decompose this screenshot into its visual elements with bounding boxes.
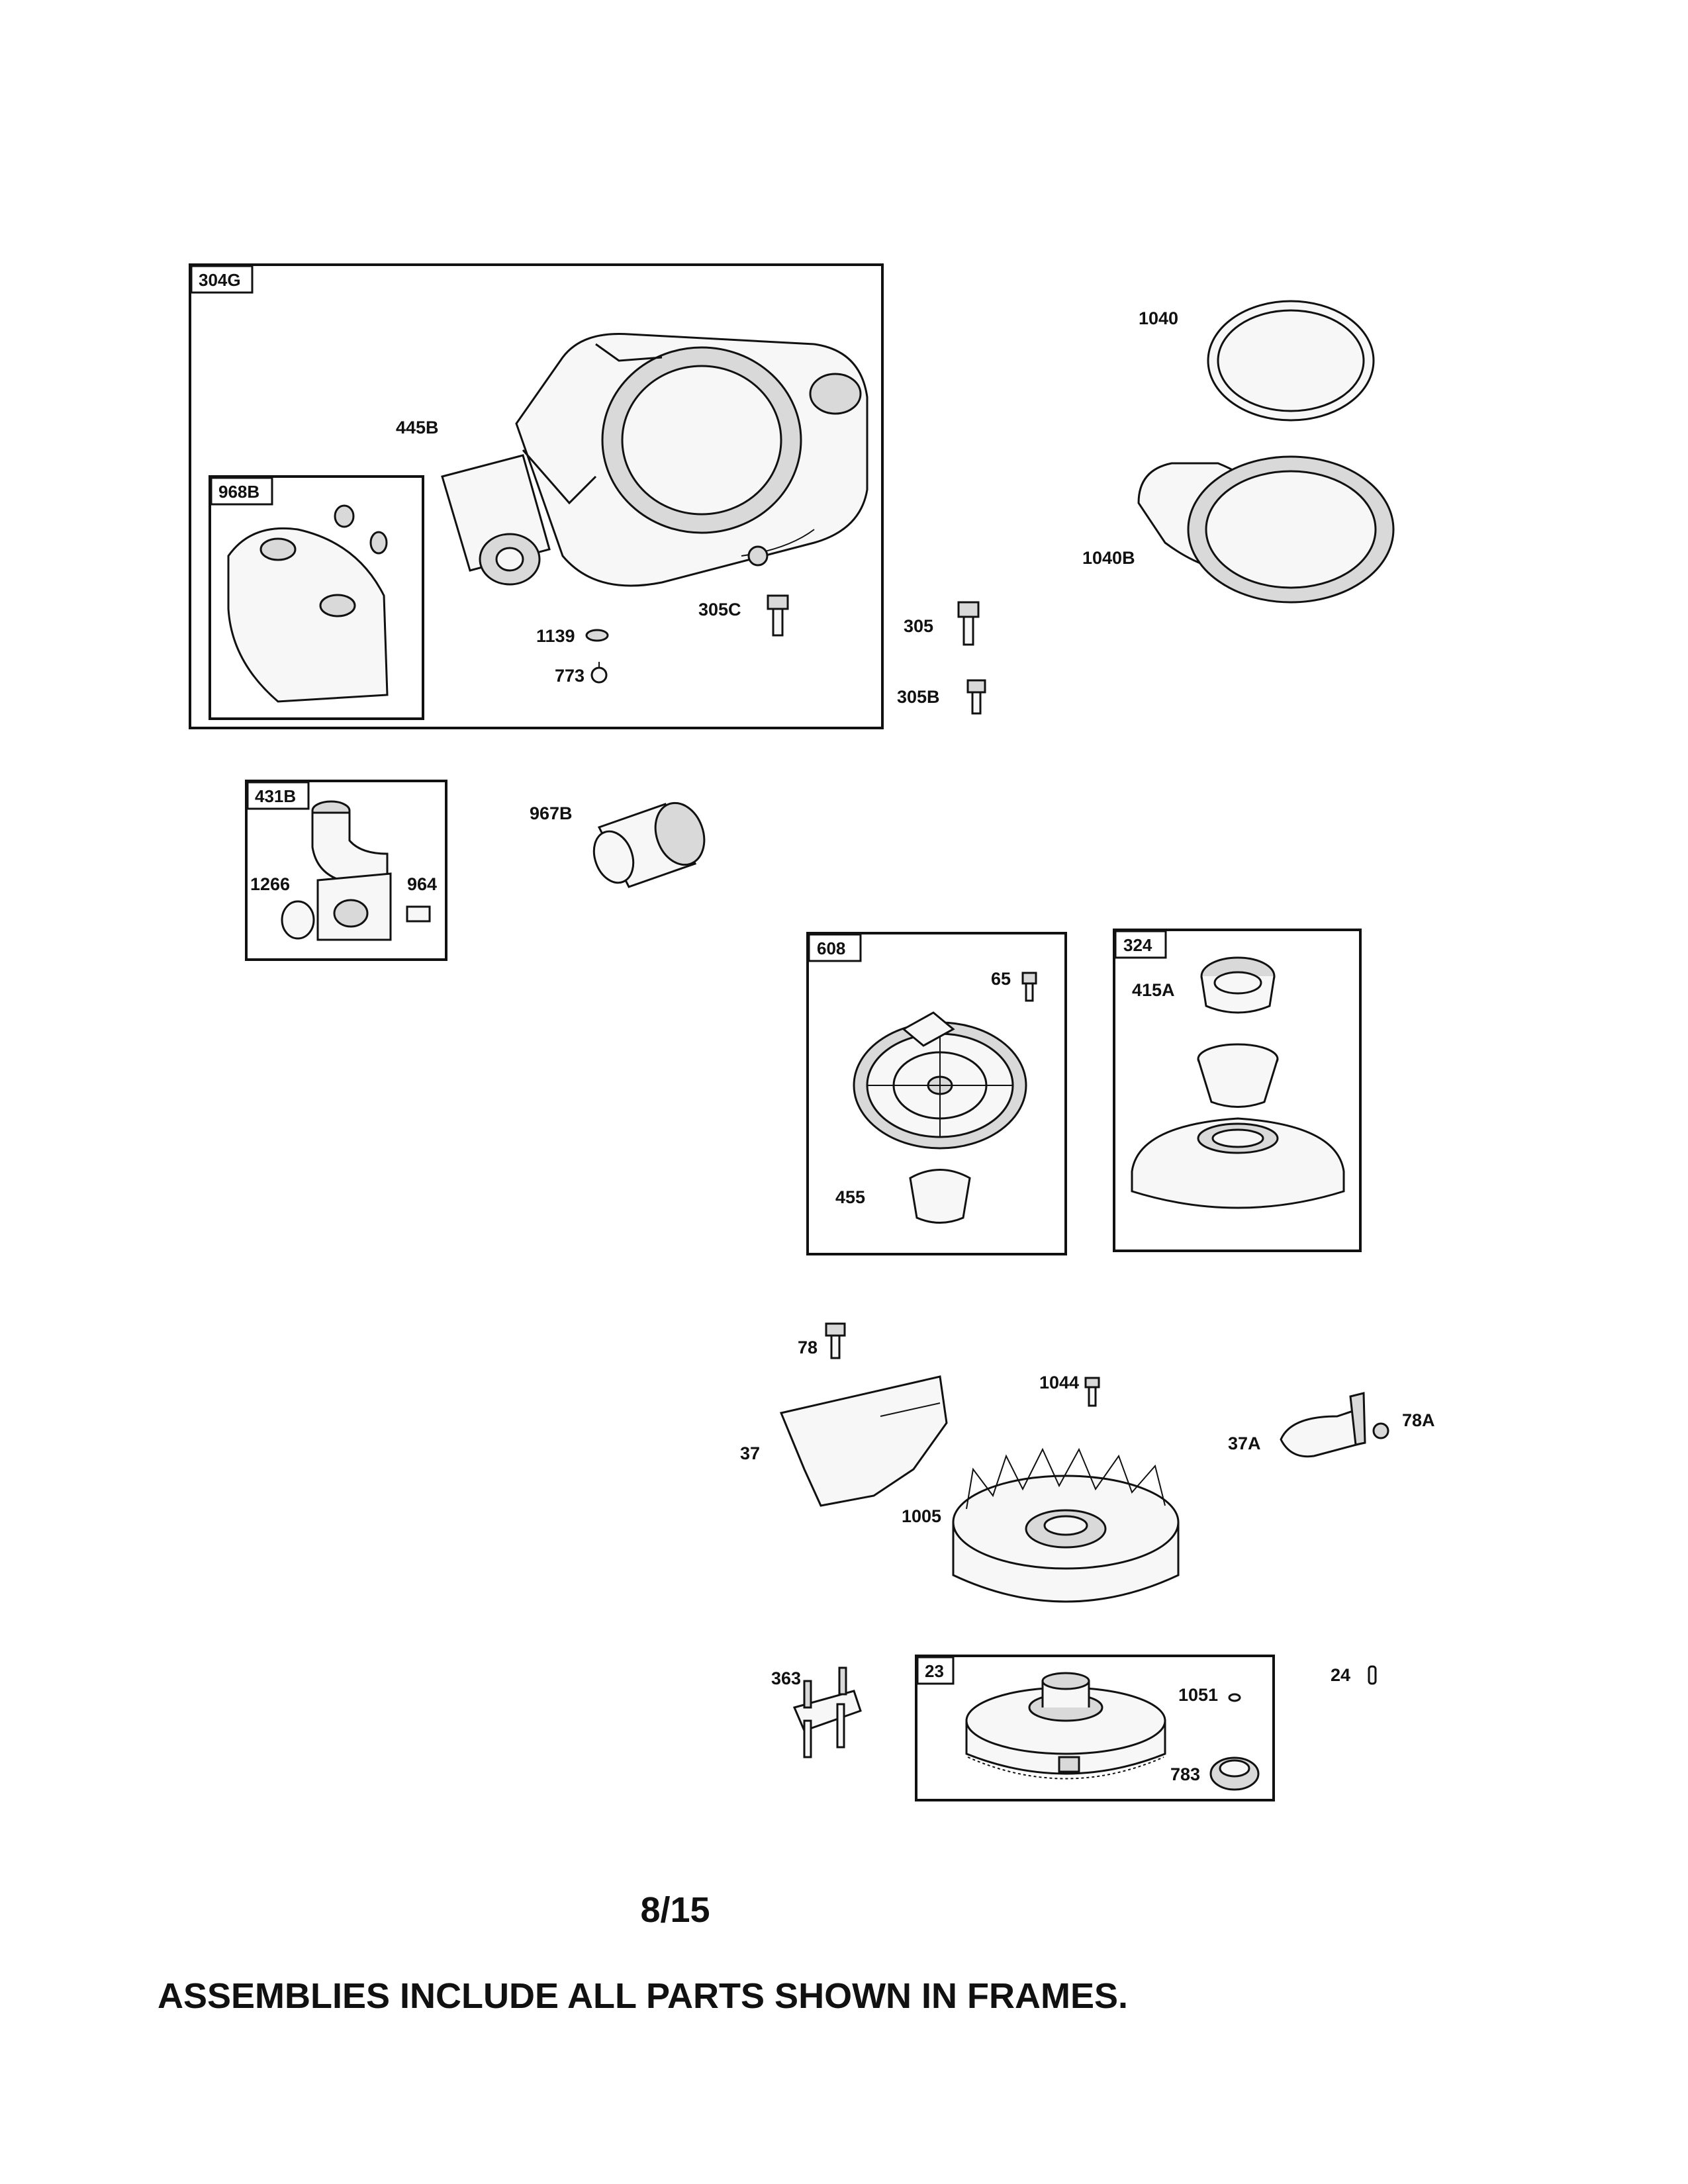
label-1044: 1044 bbox=[1039, 1373, 1079, 1392]
frame-label-304G: 304G bbox=[199, 270, 241, 290]
label-1051: 1051 bbox=[1178, 1685, 1218, 1705]
label-773: 773 bbox=[555, 666, 585, 686]
label-445B: 445B bbox=[396, 418, 439, 437]
part-1040: 1040 bbox=[1139, 300, 1375, 422]
label-24: 24 bbox=[1331, 1665, 1350, 1685]
part-967B: 967B bbox=[530, 801, 706, 888]
label-455: 455 bbox=[835, 1187, 865, 1207]
label-78A: 78A bbox=[1402, 1410, 1435, 1430]
part-1040B: 1040B bbox=[1082, 455, 1395, 604]
frame-label-968B: 968B bbox=[218, 482, 259, 502]
frame-431B: 431B 1266 964 bbox=[245, 780, 447, 961]
frame-label-23: 23 bbox=[925, 1661, 944, 1681]
part-445B: 445B bbox=[396, 418, 551, 586]
part-78A: 78A bbox=[1372, 1410, 1435, 1439]
part-78: 78 bbox=[798, 1322, 846, 1359]
part-1044: 1044 bbox=[1039, 1373, 1100, 1407]
label-1139: 1139 bbox=[536, 626, 575, 646]
label-305C: 305C bbox=[698, 600, 741, 619]
frame-label-431B: 431B bbox=[255, 786, 296, 806]
part-305B: 305B bbox=[897, 679, 986, 715]
label-1040B: 1040B bbox=[1082, 548, 1135, 568]
label-1005: 1005 bbox=[902, 1506, 941, 1526]
frame-label-324: 324 bbox=[1123, 935, 1152, 955]
part-773: 773 bbox=[555, 662, 608, 686]
frame-968B: 968B bbox=[209, 475, 424, 720]
label-964: 964 bbox=[407, 874, 437, 894]
label-305B: 305B bbox=[897, 687, 940, 707]
label-37: 37 bbox=[740, 1443, 760, 1463]
label-78: 78 bbox=[798, 1338, 818, 1357]
label-37A: 37A bbox=[1228, 1433, 1261, 1453]
part-1005: 1005 bbox=[902, 1447, 1180, 1603]
frame-324: 324 415A bbox=[1113, 929, 1362, 1252]
label-415A: 415A bbox=[1132, 980, 1175, 1000]
label-1040: 1040 bbox=[1139, 308, 1178, 328]
part-37: 37 bbox=[740, 1375, 948, 1507]
label-305: 305 bbox=[904, 616, 933, 636]
label-967B: 967B bbox=[530, 803, 573, 823]
frame-label-608: 608 bbox=[817, 938, 845, 958]
part-1139: 1139 bbox=[536, 626, 609, 646]
label-65: 65 bbox=[991, 969, 1011, 989]
footer-note: ASSEMBLIES INCLUDE ALL PARTS SHOWN IN FR… bbox=[158, 1976, 1129, 2016]
page-number: 8/15 bbox=[640, 1890, 710, 1930]
frame-23: 23 1051 783 bbox=[915, 1655, 1275, 1801]
blower-housing bbox=[515, 332, 868, 587]
part-37A: 37A bbox=[1228, 1392, 1366, 1458]
label-1266: 1266 bbox=[250, 874, 290, 894]
frame-304G: 304G bbox=[189, 263, 884, 729]
part-363: 363 bbox=[771, 1666, 862, 1758]
part-24: 24 bbox=[1331, 1665, 1377, 1685]
label-783: 783 bbox=[1170, 1764, 1200, 1784]
label-363: 363 bbox=[771, 1668, 801, 1688]
frame-608: 608 65 455 bbox=[806, 932, 1067, 1255]
part-305: 305 bbox=[904, 601, 980, 646]
part-305C: 305C bbox=[698, 594, 789, 637]
